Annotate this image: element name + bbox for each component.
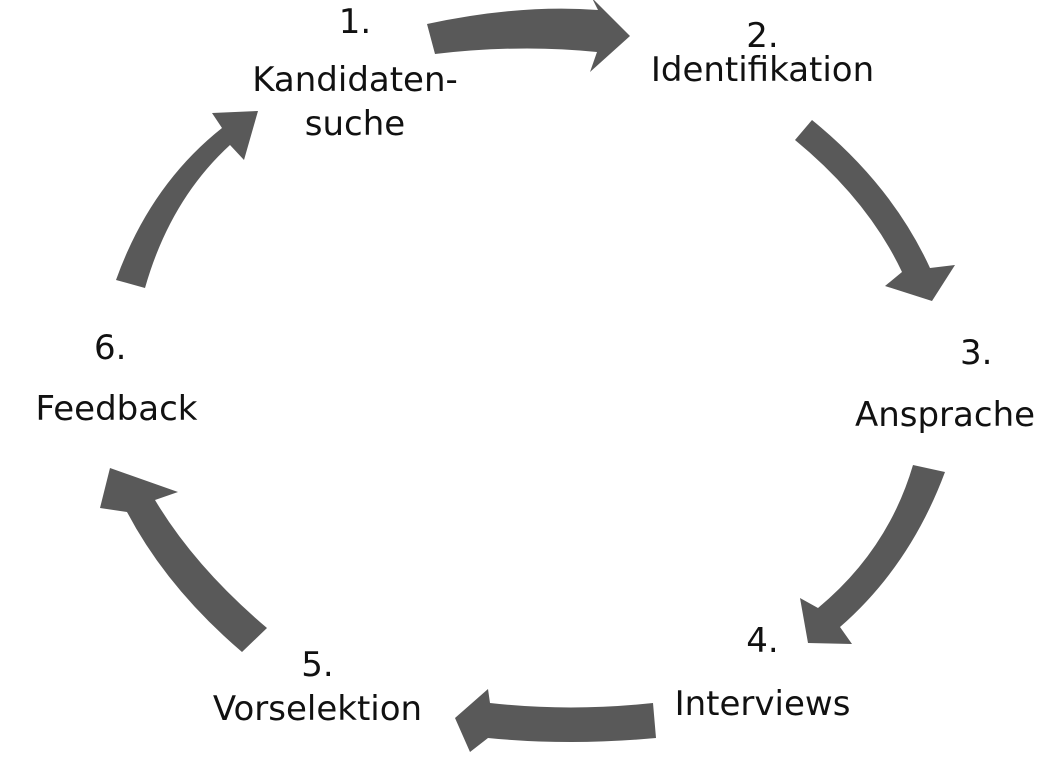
step-5-number: 5. (301, 645, 334, 685)
step-1-label: 1. Kandidaten- suche (220, 0, 490, 146)
arrow-6-to-1 (116, 111, 258, 288)
step-3-label: 3. Ansprache (840, 331, 1050, 437)
arrow-5-to-6 (100, 468, 267, 652)
arrow-3-to-4 (800, 465, 945, 644)
step-6-title: Feedback (35, 389, 198, 429)
step-2-title: Identifikation (650, 50, 875, 90)
step-4-title: Interviews (674, 684, 851, 724)
step-4-number: 4. (746, 621, 779, 661)
arrow-1-to-2 (427, 0, 630, 72)
arrow-2-to-3 (795, 120, 955, 301)
step-5-label: 5. Vorselektion (190, 643, 445, 731)
step-5-title: Vorselektion (212, 689, 423, 729)
step-1-title-line-2: suche (304, 104, 406, 144)
step-4-label: 4. Interviews (655, 619, 870, 726)
step-1-number: 1. (338, 2, 372, 42)
step-6-label: 6. Feedback (14, 326, 219, 431)
step-1-title-line-1: Kandidaten- (252, 60, 458, 100)
step-6-number: 6. (94, 328, 127, 368)
step-3-title: Ansprache (854, 395, 1036, 435)
arrow-4-to-5 (455, 689, 656, 752)
step-2-label: 2. Identifikation (625, 14, 900, 92)
step-2-number: 2. (746, 16, 779, 56)
step-3-number: 3. (960, 333, 993, 373)
